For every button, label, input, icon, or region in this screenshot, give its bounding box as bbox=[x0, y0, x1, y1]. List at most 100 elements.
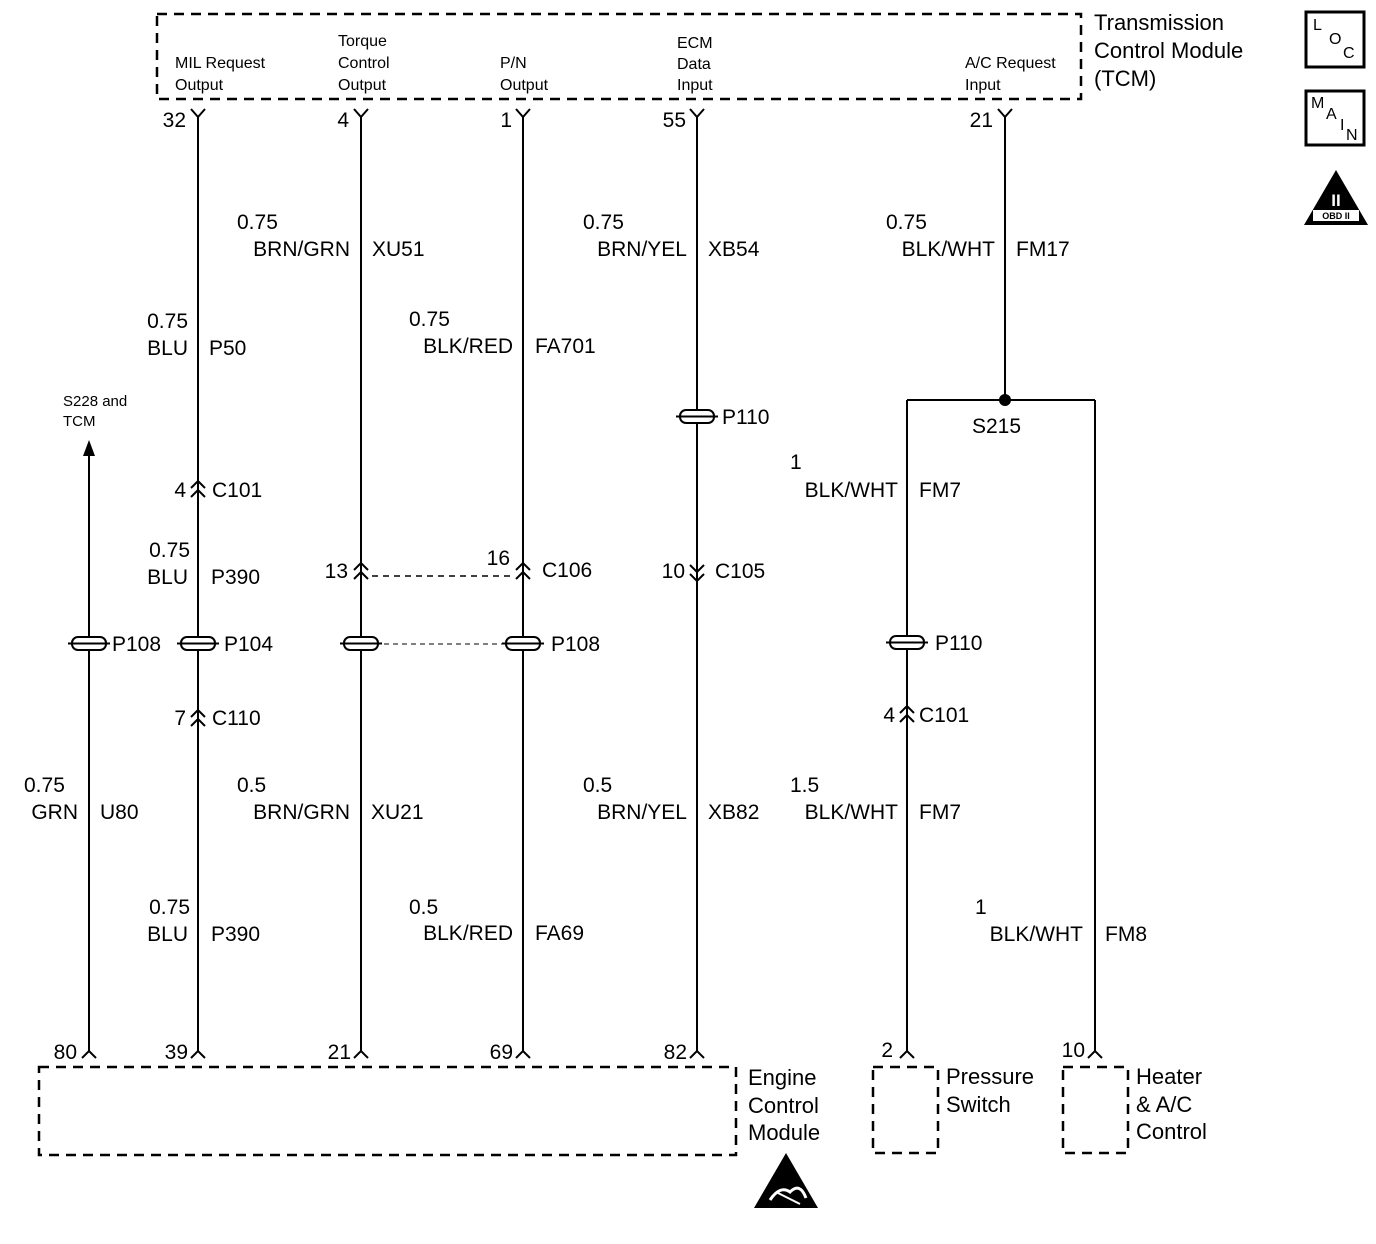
tcm-pin-label: Input bbox=[965, 77, 1001, 94]
inline-connector-name: P110 bbox=[722, 406, 770, 429]
wire-color: BLU bbox=[147, 337, 188, 360]
connector-pin: 10 bbox=[662, 560, 685, 583]
connector-pin: 4 bbox=[883, 704, 895, 727]
inline-connector-name: P108 bbox=[551, 633, 600, 656]
heater-ac-label: Control bbox=[1136, 1119, 1207, 1144]
inline-connector-name: P108 bbox=[112, 633, 161, 656]
ecm-pin-number: 39 bbox=[165, 1041, 188, 1064]
wire-circuit: XU51 bbox=[372, 238, 425, 261]
pressure-switch-label: Switch bbox=[946, 1092, 1011, 1117]
wire-circuit: FA69 bbox=[535, 922, 584, 945]
wire-circuit: P50 bbox=[209, 337, 246, 360]
wire-group bbox=[83, 117, 1096, 1052]
tcm-terminal bbox=[689, 108, 705, 119]
tcm-pin-label: Output bbox=[338, 77, 387, 94]
wire-circuit: XB54 bbox=[708, 238, 760, 261]
ecm-terminal bbox=[353, 1049, 369, 1059]
inline-connector-icon bbox=[68, 636, 110, 651]
ecm-name-line1: Engine bbox=[748, 1065, 817, 1090]
tcm-pin-number: 32 bbox=[163, 109, 186, 132]
wire-gauge: 1 bbox=[790, 451, 802, 474]
inline-connector-icon bbox=[340, 636, 382, 651]
ecm-terminal bbox=[190, 1049, 206, 1059]
tcm-name-line3: (TCM) bbox=[1094, 66, 1156, 91]
connector-c106-icon bbox=[353, 561, 369, 580]
wire-circuit: P390 bbox=[211, 566, 260, 589]
ecm-terminal bbox=[81, 1049, 97, 1059]
ecm-pin-number: 80 bbox=[54, 1041, 77, 1064]
connector-pin: 7 bbox=[174, 707, 186, 730]
heater-ac-control: Heater & A/C Control bbox=[1061, 1064, 1207, 1155]
bottom-terminals: 80 39 21 69 82 2 10 bbox=[54, 1039, 1103, 1064]
tcm-pin-label: MIL Request bbox=[175, 55, 266, 72]
tcm-pin-label: Output bbox=[175, 77, 224, 94]
ecm-terminal bbox=[515, 1049, 531, 1059]
ecm-module: Engine Control Module bbox=[37, 1065, 820, 1157]
switch-terminal bbox=[899, 1049, 915, 1059]
svg-text:OBD II: OBD II bbox=[1322, 211, 1350, 221]
switch-pin-number: 2 bbox=[881, 1039, 893, 1062]
svg-text:N: N bbox=[1346, 127, 1358, 144]
inline-connector-icon bbox=[177, 636, 219, 651]
connector-c101-icon bbox=[190, 479, 206, 498]
wire-circuit: FM17 bbox=[1016, 238, 1070, 261]
wire-gauge: 1 bbox=[975, 896, 987, 919]
offpage-arrow-icon bbox=[83, 440, 95, 456]
ecm-terminal bbox=[689, 1049, 705, 1059]
wire-gauge: 0.75 bbox=[24, 774, 65, 797]
inline-connector-name: P104 bbox=[224, 633, 273, 656]
tcm-pin-label: Output bbox=[500, 77, 549, 94]
svg-text:M: M bbox=[1311, 95, 1324, 112]
wire-gauge: 0.5 bbox=[409, 896, 438, 919]
wire-color: BLK/WHT bbox=[805, 801, 899, 824]
main-icon: M A I N bbox=[1304, 89, 1366, 147]
wire-gauge: 0.5 bbox=[237, 774, 266, 797]
pressure-switch: Pressure Switch bbox=[871, 1064, 1034, 1155]
splice-label: S215 bbox=[972, 415, 1021, 438]
connector-name: C106 bbox=[542, 559, 592, 582]
tcm-pin-label: P/N bbox=[500, 55, 527, 72]
svg-text:I: I bbox=[1340, 117, 1344, 134]
svg-text:L: L bbox=[1313, 17, 1322, 34]
obd-ii-icon: II OBD II bbox=[1304, 170, 1368, 225]
wire-circuit: XU21 bbox=[371, 801, 424, 824]
wire-gauge: 0.75 bbox=[149, 896, 190, 919]
wire-gauge: 0.75 bbox=[409, 308, 450, 331]
connector-name: C101 bbox=[919, 704, 969, 727]
connector-name: C110 bbox=[212, 707, 261, 730]
connectors: 4 C101 7 C110 13 16 C106 10 C105 4 C101 bbox=[174, 479, 969, 730]
inline-connector-icon bbox=[886, 635, 928, 650]
offpage-label: S228 and bbox=[63, 393, 127, 410]
wire-circuit: XB82 bbox=[708, 801, 759, 824]
esd-warning-icon bbox=[754, 1153, 818, 1208]
wire-circuit: FM8 bbox=[1105, 923, 1147, 946]
tcm-pin-label: A/C Request bbox=[965, 55, 1056, 72]
tcm-pin-number: 21 bbox=[970, 109, 993, 132]
connector-name: C105 bbox=[715, 560, 765, 583]
wire-circuit: FM7 bbox=[919, 479, 961, 502]
connector-pin: 4 bbox=[174, 479, 186, 502]
wire-color: BLK/WHT bbox=[990, 923, 1084, 946]
heater-ac-label: Heater bbox=[1136, 1064, 1202, 1089]
wire-color: BRN/YEL bbox=[597, 801, 687, 824]
connector-c106-icon bbox=[515, 561, 531, 580]
ecm-name-line2: Control bbox=[748, 1093, 819, 1118]
tcm-pin-number: 1 bbox=[500, 109, 512, 132]
wire-gauge: 0.75 bbox=[583, 211, 624, 234]
tcm-pin-label: Torque bbox=[338, 33, 387, 50]
wire-circuit: P390 bbox=[211, 923, 260, 946]
wire-color: BRN/GRN bbox=[253, 801, 350, 824]
ecm-name-line3: Module bbox=[748, 1120, 820, 1145]
ecm-pin-number: 82 bbox=[664, 1041, 687, 1064]
tcm-module: Transmission Control Module (TCM) MIL Re… bbox=[155, 10, 1243, 132]
tcm-name-line2: Control Module bbox=[1094, 38, 1243, 63]
wire-color: BLU bbox=[147, 923, 188, 946]
inline-connectors: P108 P104 P108 P110 P110 bbox=[68, 406, 983, 656]
wire-color: BRN/GRN bbox=[253, 238, 350, 261]
tcm-pin-label: ECM bbox=[677, 35, 713, 52]
tcm-name-line1: Transmission bbox=[1094, 10, 1224, 35]
inline-connector-name: P110 bbox=[935, 632, 983, 655]
tcm-terminal bbox=[190, 108, 206, 119]
ecm-pin-number: 69 bbox=[490, 1041, 513, 1064]
